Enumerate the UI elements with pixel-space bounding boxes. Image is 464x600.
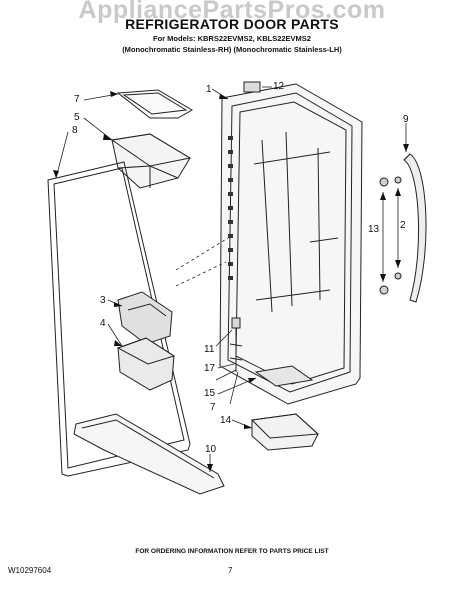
part-hinge — [229, 317, 243, 372]
callout-12: 12 — [273, 81, 285, 92]
callout-13: 13 — [368, 224, 380, 235]
watermark: AppliancePartsPros.com — [78, 0, 386, 24]
page-number: 7 — [228, 566, 233, 575]
part-dairy-door — [117, 291, 173, 345]
door-rail-slots — [228, 136, 233, 280]
part-door-bin-upper — [110, 133, 192, 189]
document-number: W10297604 — [8, 566, 52, 575]
callout-11: 11 — [204, 344, 215, 355]
callout-7-lower: 7 — [210, 402, 216, 413]
part-door-assembly — [219, 83, 363, 405]
callout-7-upper: 7 — [74, 94, 80, 105]
part-door-bin-lower — [250, 413, 320, 451]
callout-labels: 1 2 3 4 5 7 7 8 9 10 11 12 13 14 15 17 — [72, 81, 409, 455]
part-door-gasket — [47, 161, 191, 477]
part-door-handle — [403, 153, 427, 303]
callout-5: 5 — [74, 112, 80, 123]
handle-screws — [379, 176, 402, 295]
part-plug — [243, 81, 261, 93]
callout-8: 8 — [72, 125, 78, 136]
callout-17: 17 — [204, 363, 216, 374]
callout-9: 9 — [403, 114, 409, 125]
callout-3: 3 — [100, 295, 106, 306]
callout-10: 10 — [205, 444, 217, 455]
model-list: For Models: KBRS22EVMS2, KBLS22EVMS2 — [153, 34, 311, 43]
finish-list: (Monochromatic Stainless-RH) (Monochroma… — [122, 45, 342, 54]
callout-1: 1 — [206, 84, 212, 95]
part-base-trim — [73, 413, 225, 495]
callout-15: 15 — [204, 388, 216, 399]
page-title: REFRIGERATOR DOOR PARTS — [125, 16, 339, 32]
part-dairy-bin — [116, 337, 176, 391]
part-door-shelf-lower — [254, 365, 314, 387]
callout-4: 4 — [100, 318, 106, 329]
part-door-shelf-top — [116, 89, 193, 119]
callout-14: 14 — [220, 415, 232, 426]
callout-2: 2 — [400, 220, 406, 231]
ordering-note: FOR ORDERING INFORMATION REFER TO PARTS … — [135, 548, 329, 555]
arrowheads — [53, 91, 409, 472]
